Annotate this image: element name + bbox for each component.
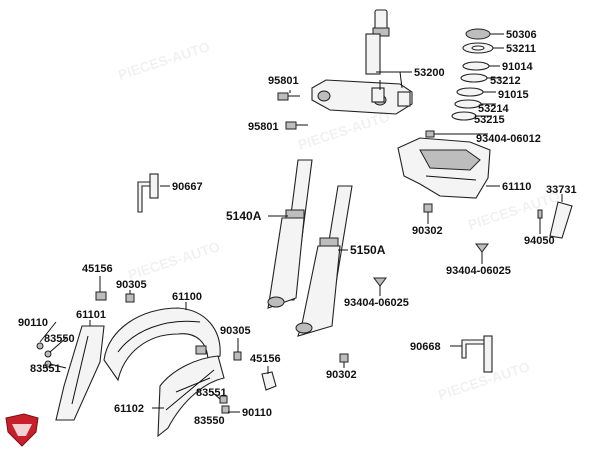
front-fender xyxy=(103,307,221,382)
label-61102: 61102 xyxy=(114,403,144,415)
label-61110: 61110 xyxy=(502,181,531,193)
label-45156-right: 45156 xyxy=(250,353,281,365)
label-93404-06025-right: 93404-06025 xyxy=(446,265,511,277)
brand-shield-icon xyxy=(5,413,39,447)
label-83550-left: 83550 xyxy=(44,333,75,345)
label-50306: 50306 xyxy=(506,29,537,41)
steering-stem xyxy=(311,9,413,115)
label-95801-bottom: 95801 xyxy=(248,121,279,133)
fork-leg-left xyxy=(267,159,313,309)
label-53211: 53211 xyxy=(506,43,536,55)
fasteners-left xyxy=(36,291,277,414)
label-90668: 90668 xyxy=(410,341,441,353)
label-90667: 90667 xyxy=(172,181,203,193)
pin-94050 xyxy=(537,209,543,219)
label-61101: 61101 xyxy=(76,309,106,321)
label-95801-top: 95801 xyxy=(268,75,299,87)
watermark: PIECES-AUTO xyxy=(116,38,212,83)
bracket-90667 xyxy=(137,173,159,213)
watermark: PIECES-AUTO xyxy=(126,238,222,283)
label-53212: 53212 xyxy=(490,75,521,87)
label-53214: 53214 xyxy=(478,103,509,115)
label-93404-06025-left: 93404-06025 xyxy=(344,297,409,309)
watermark: PIECES-AUTO xyxy=(296,108,392,153)
label-83551-right: 83551 xyxy=(196,387,227,399)
label-90302-bottom: 90302 xyxy=(326,369,357,381)
label-90302-top: 90302 xyxy=(412,225,443,237)
fender-panel xyxy=(157,355,225,438)
label-91014: 91014 xyxy=(502,61,533,73)
reflector-33731 xyxy=(549,201,573,239)
side-guard xyxy=(55,325,105,421)
label-91015: 91015 xyxy=(498,89,529,101)
bolt-95801 xyxy=(277,92,308,130)
label-53200: 53200 xyxy=(414,67,445,79)
label-33731: 33731 xyxy=(546,184,577,196)
label-90110-left: 90110 xyxy=(18,317,48,329)
label-83550-right: 83550 xyxy=(194,415,225,427)
label-5140A: 5140A xyxy=(226,209,262,223)
label-90110-right: 90110 xyxy=(242,407,272,419)
bracket-90668 xyxy=(461,335,493,373)
label-90305-left: 90305 xyxy=(116,279,147,291)
part-labels: 50306 53211 91014 53212 91015 53214 5321… xyxy=(18,29,577,427)
label-5150A: 5150A xyxy=(350,243,386,257)
label-83551-left: 83551 xyxy=(30,363,61,375)
clip-93404-06025 xyxy=(373,243,489,287)
leader-lines xyxy=(39,33,563,409)
fork-leg-right xyxy=(295,185,353,337)
label-93404-06012: 93404-06012 xyxy=(476,133,541,145)
label-61100: 61100 xyxy=(172,291,202,303)
upper-cover xyxy=(397,130,491,199)
label-45156-left: 45156 xyxy=(82,263,113,275)
label-53215: 53215 xyxy=(474,114,505,126)
label-94050: 94050 xyxy=(524,235,555,247)
label-90305-right: 90305 xyxy=(220,325,251,337)
